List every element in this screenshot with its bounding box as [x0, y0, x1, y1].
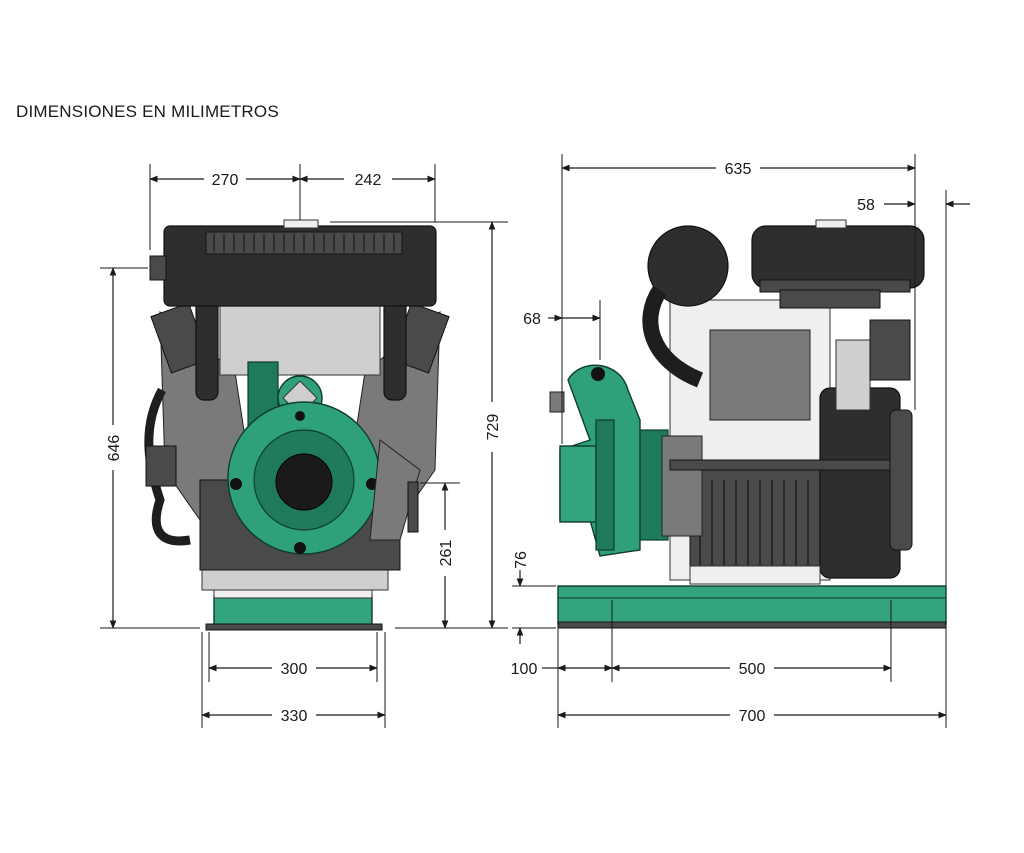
dim-offset-right: 58	[857, 197, 875, 214]
side-flywheel-housing	[819, 387, 901, 579]
dim-base-height: 76	[513, 551, 530, 569]
front-view	[144, 219, 450, 631]
front-base-foot	[205, 623, 383, 631]
front-pump-inlet	[275, 453, 333, 511]
dim-base-span: 500	[739, 661, 766, 678]
side-blower	[869, 319, 911, 381]
side-tank-cap	[815, 219, 847, 229]
front-hose	[144, 387, 191, 546]
dim-base-length: 700	[739, 708, 766, 725]
side-engine-foot	[689, 565, 821, 585]
side-view	[549, 219, 947, 629]
side-fuel-tank	[751, 225, 925, 289]
page-title: DIMENSIONES EN MILIMETROS	[16, 102, 279, 121]
front-base-plate	[201, 567, 389, 591]
side-base-foot	[557, 621, 947, 629]
dim-length-total: 635	[725, 161, 752, 178]
side-fins	[699, 480, 809, 565]
side-frame-bar	[669, 459, 891, 471]
dim-height-outlet: 261	[438, 540, 455, 567]
dim-base-inner: 300	[281, 661, 308, 678]
dim-base-offset: 100	[511, 661, 538, 678]
front-filter	[145, 445, 177, 487]
front-side-bracket	[407, 481, 419, 533]
side-engine-upper	[709, 329, 811, 421]
front-muffler-cap	[283, 219, 319, 229]
side-pump-bolt	[591, 367, 605, 381]
front-engine-center	[219, 304, 381, 376]
side-flywheel-cover	[889, 409, 913, 551]
side-starter	[835, 339, 871, 411]
side-air-filter	[647, 225, 729, 307]
front-grille-lines	[213, 234, 395, 252]
side-engine-lower	[689, 469, 821, 571]
front-dimensions: 270 242 646 729 261 300 330	[100, 164, 508, 728]
side-dimensions: 635 58 68 76 100 500 700	[511, 154, 970, 728]
dim-base-outer: 330	[281, 708, 308, 725]
front-pump-side	[369, 439, 421, 541]
side-pump-rib	[595, 419, 615, 551]
front-base-top	[213, 589, 373, 599]
front-base-rail	[213, 595, 373, 627]
dim-height-total: 729	[485, 414, 502, 441]
side-pump-coupling	[661, 435, 703, 537]
dim-offset-inlet: 68	[523, 311, 541, 328]
dim-width-right: 242	[355, 172, 382, 189]
front-muffler-outlet	[149, 255, 167, 281]
side-base-beam	[557, 585, 947, 625]
dim-width-left: 270	[212, 172, 239, 189]
side-intake-pipe	[642, 285, 704, 388]
side-tank-mount	[779, 289, 881, 309]
side-pump-inlet	[559, 445, 597, 523]
side-pump-cap	[549, 391, 565, 413]
dim-height-engine: 646	[106, 435, 123, 462]
